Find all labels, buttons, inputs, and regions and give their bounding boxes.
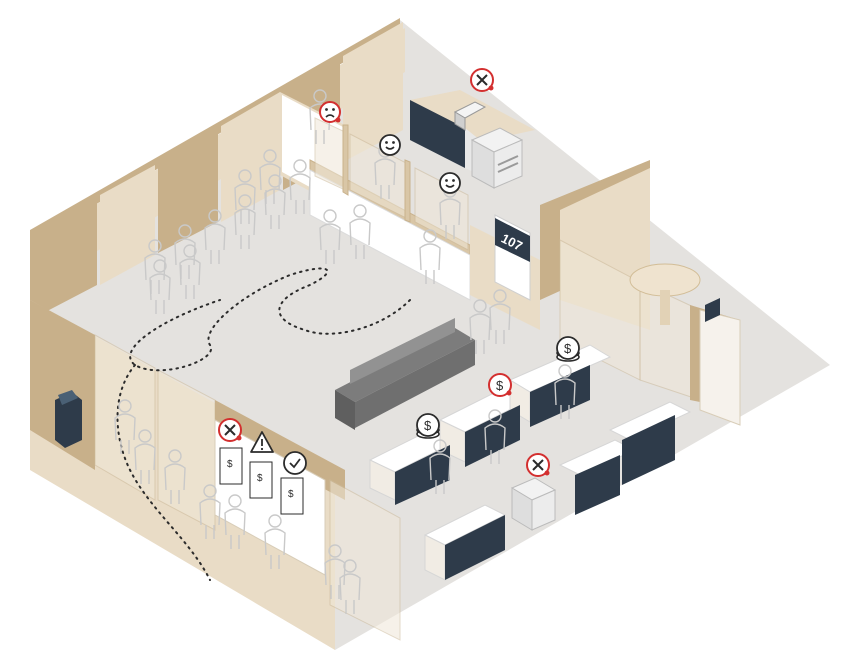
info-posters: $ $ $ bbox=[219, 447, 304, 515]
person-silhouette bbox=[554, 364, 576, 419]
dollar-coins-icon-2: $ bbox=[556, 336, 580, 362]
error-x-icon-backoffice bbox=[470, 68, 494, 92]
person-silhouette bbox=[264, 174, 286, 229]
svg-text:$: $ bbox=[257, 473, 263, 484]
svg-text:$: $ bbox=[288, 489, 294, 500]
error-x-icon-poster bbox=[218, 418, 242, 442]
person-silhouette bbox=[199, 484, 221, 539]
svg-text:$: $ bbox=[496, 378, 504, 393]
person-silhouette bbox=[134, 429, 156, 484]
dollar-error-icon: $ bbox=[488, 373, 512, 397]
person-silhouette bbox=[149, 259, 171, 314]
svg-text:$: $ bbox=[564, 341, 572, 356]
teller-desks bbox=[368, 344, 612, 505]
person-silhouette bbox=[289, 159, 311, 214]
person-silhouette bbox=[339, 559, 361, 614]
customer-path bbox=[116, 267, 411, 581]
room-number-sign: 107 bbox=[495, 218, 530, 262]
people-group bbox=[114, 89, 576, 614]
person-silhouette bbox=[164, 449, 186, 504]
status-icons: $ $ $ bbox=[218, 68, 580, 477]
person-silhouette bbox=[484, 409, 506, 464]
svg-text:$: $ bbox=[227, 459, 233, 470]
front-printer bbox=[510, 477, 557, 531]
happy-face-icon-1 bbox=[379, 134, 401, 156]
svg-text:$: $ bbox=[424, 418, 432, 433]
person-silhouette bbox=[349, 204, 371, 259]
person-silhouette bbox=[264, 514, 286, 569]
person-silhouette bbox=[489, 289, 511, 344]
person-silhouette bbox=[114, 399, 136, 454]
person-silhouette bbox=[234, 169, 256, 224]
sad-face-icon bbox=[319, 101, 341, 123]
person-silhouette bbox=[419, 229, 441, 284]
happy-face-icon-2 bbox=[439, 172, 461, 194]
right-wall bbox=[470, 160, 741, 426]
warning-icon bbox=[250, 431, 274, 453]
error-x-icon-printer bbox=[526, 453, 550, 477]
person-silhouette bbox=[234, 194, 256, 249]
front-service-desks bbox=[423, 401, 692, 581]
person-silhouette bbox=[179, 244, 201, 299]
person-silhouette bbox=[204, 209, 226, 264]
person-silhouette bbox=[319, 209, 341, 264]
person-silhouette bbox=[224, 494, 246, 549]
person-silhouette bbox=[324, 544, 346, 599]
dollar-coins-icon-1: $ bbox=[416, 413, 440, 439]
person-silhouette bbox=[259, 149, 281, 204]
atm-kiosk bbox=[55, 390, 82, 448]
person-silhouette bbox=[309, 89, 331, 144]
person-silhouette bbox=[429, 439, 451, 494]
waiting-chairs bbox=[335, 318, 475, 430]
checkmark-icon bbox=[283, 451, 307, 475]
back-office bbox=[410, 90, 535, 189]
